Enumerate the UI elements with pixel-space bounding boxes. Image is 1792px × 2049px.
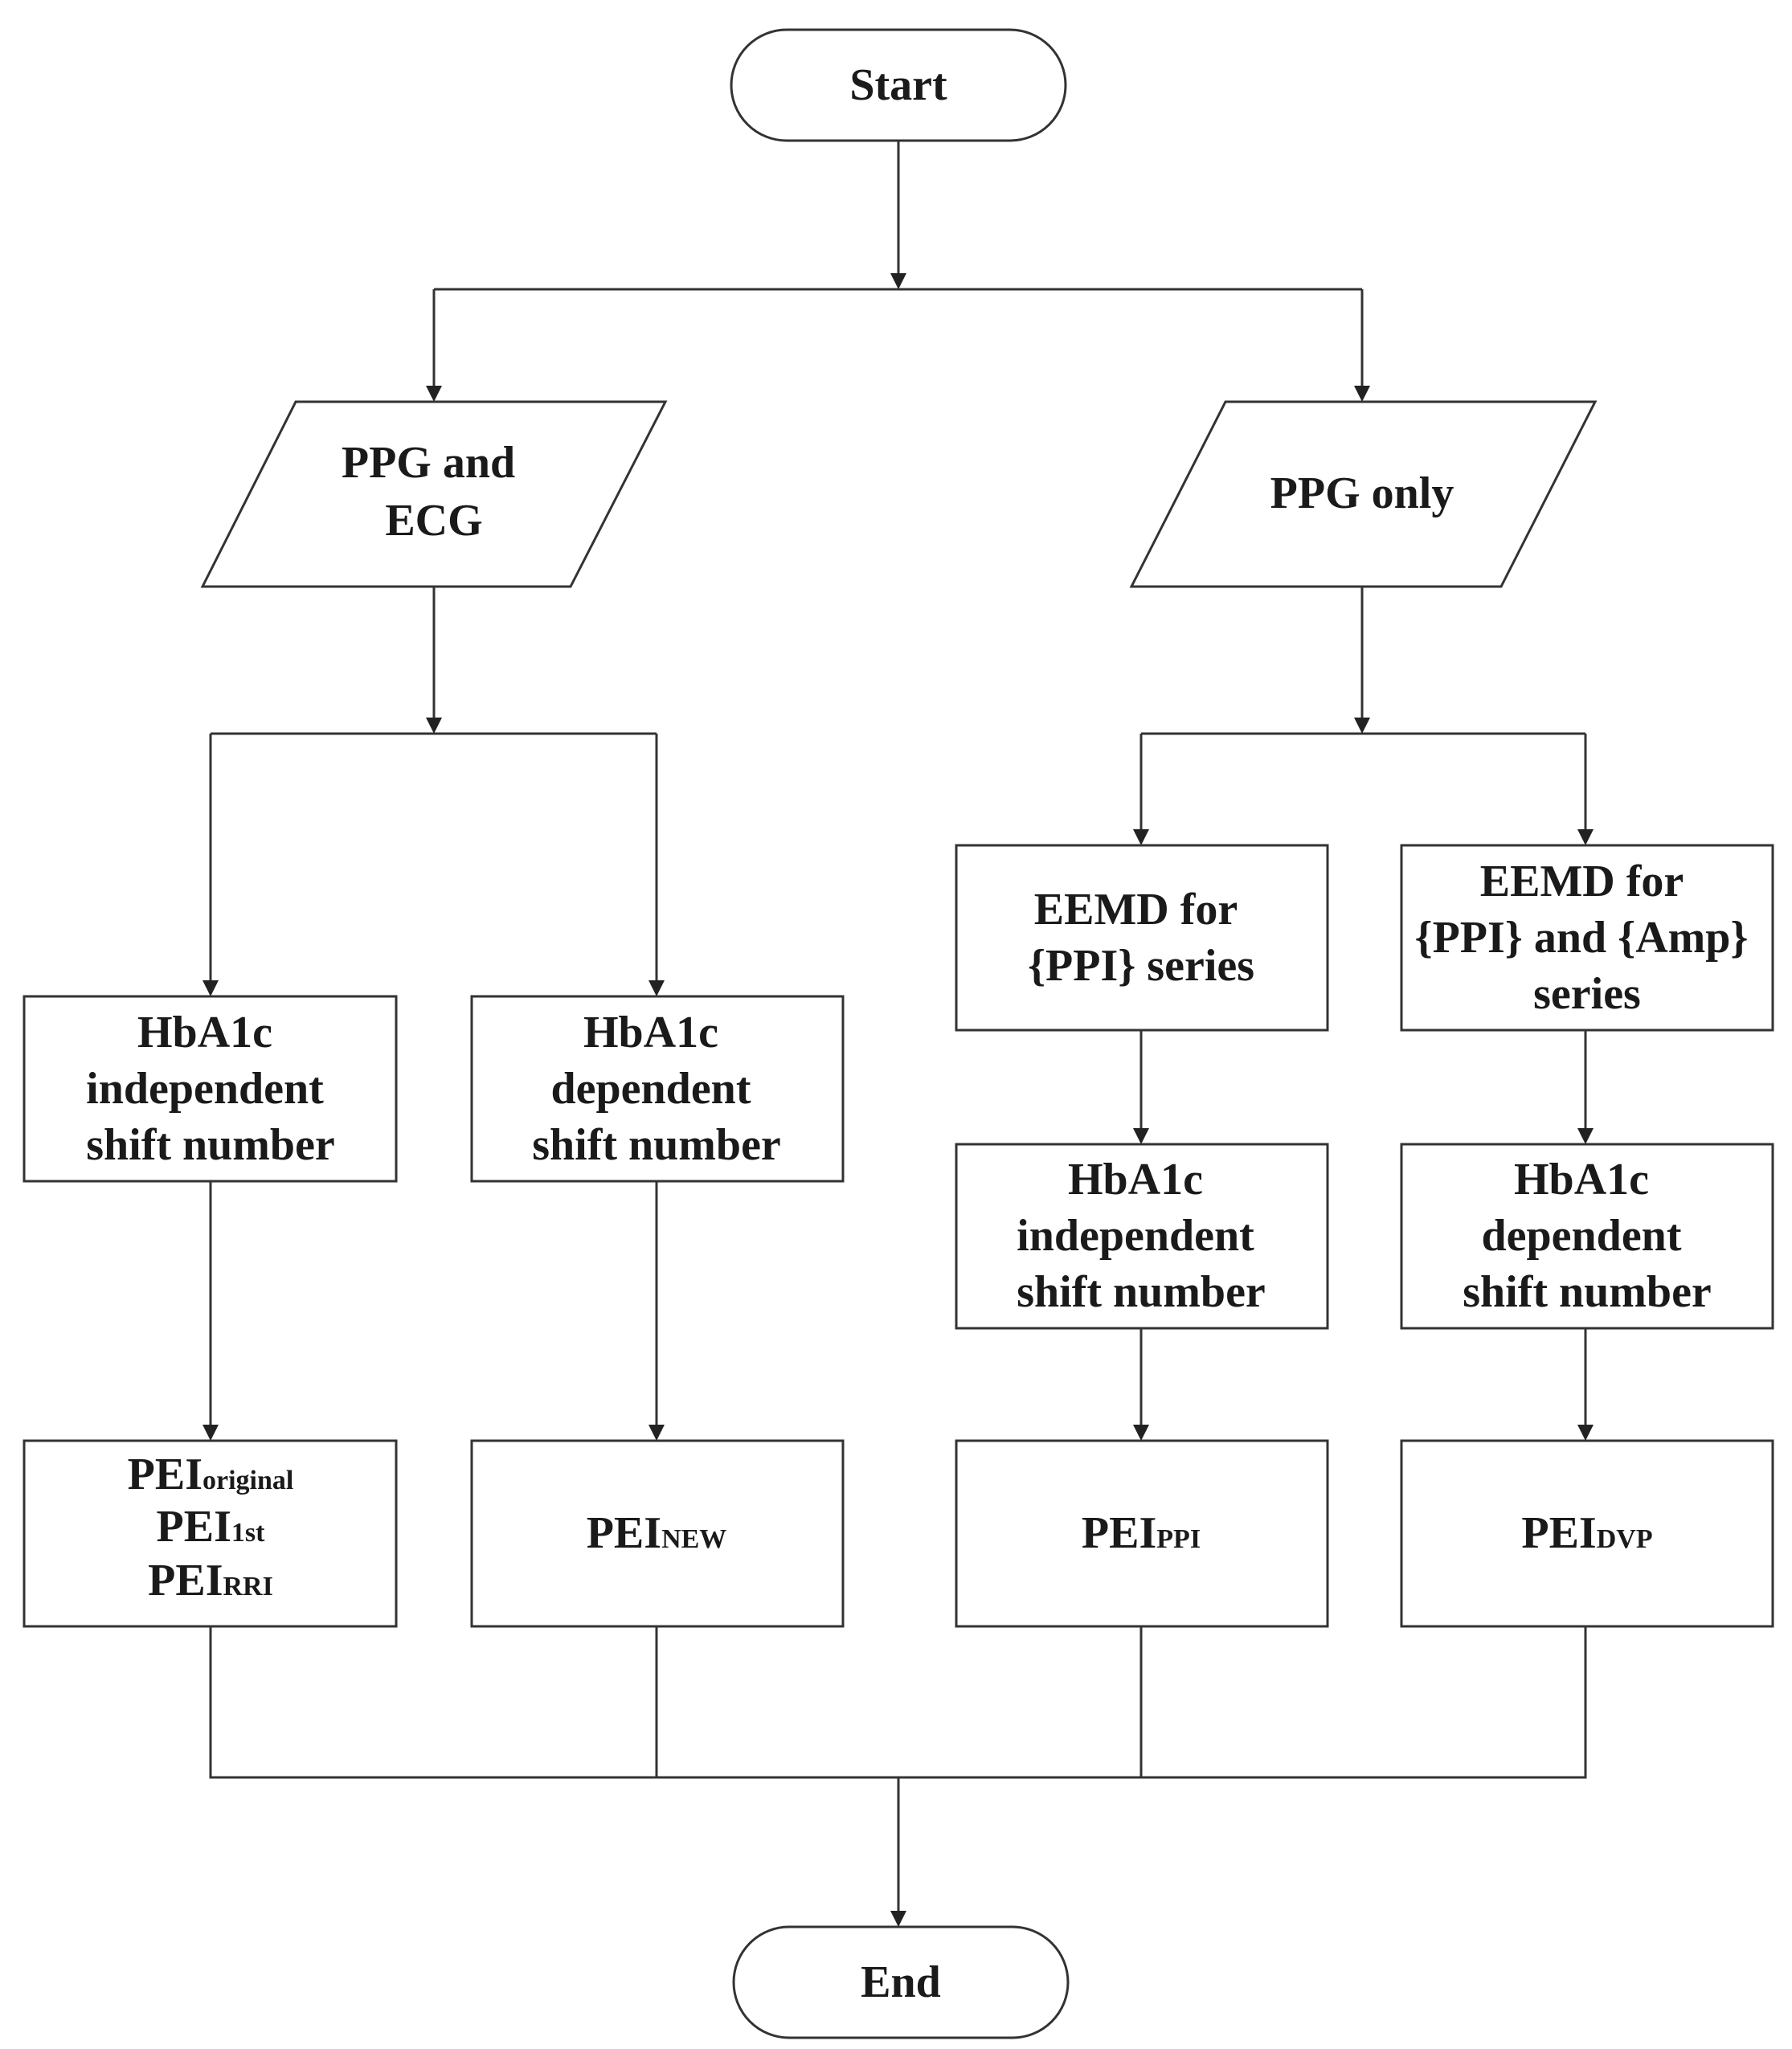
edge-hba1c-pei xyxy=(209,1181,1587,1426)
arrowhead xyxy=(1354,718,1370,734)
arrowhead xyxy=(203,1425,219,1441)
eemd-ppi-box: EEMD for {PPI} series xyxy=(955,844,1329,1032)
arrowhead xyxy=(426,718,442,734)
arrowhead xyxy=(890,273,906,289)
edge-ppg-only-split xyxy=(1139,587,1587,830)
hba1c-independent-right-box: HbA1c independent shift number xyxy=(955,1143,1329,1330)
pei-left-box: PEIoriginal PEI1st PEIRRI xyxy=(23,1439,398,1628)
arrowhead xyxy=(648,1425,665,1441)
hba1c-dependent-left-label: HbA1c dependent shift number xyxy=(532,1008,781,1170)
start-label: Start xyxy=(849,60,947,110)
arrowhead xyxy=(1577,829,1594,845)
hba1c-dependent-left-box: HbA1c dependent shift number xyxy=(470,995,845,1183)
pei-dvp-label: PEIDVP xyxy=(1521,1508,1652,1558)
arrowhead xyxy=(890,1911,906,1927)
hba1c-independent-left-box: HbA1c independent shift number xyxy=(23,995,398,1183)
pei-new-label: PEINEW xyxy=(587,1508,727,1558)
arrowhead xyxy=(1133,1128,1149,1144)
hba1c-independent-right-label: HbA1c independent shift number xyxy=(1017,1155,1266,1317)
nodes: Start PPG and ECG PPG only HbA1c indepen… xyxy=(23,28,1774,2039)
arrowhead xyxy=(1133,829,1149,845)
arrowhead xyxy=(1354,386,1370,402)
pei-ppi-box: PEIPPI xyxy=(955,1439,1329,1628)
pei-rri-label: PEIRRI xyxy=(148,1556,273,1605)
pei-dvp-box: PEIDVP xyxy=(1400,1439,1774,1628)
edge-start-split xyxy=(432,141,1364,390)
eemd-ppi-amp-label: EEMD for {PPI} and {Amp} series xyxy=(1415,857,1760,1019)
hba1c-dependent-right-label: HbA1c dependent shift number xyxy=(1463,1155,1712,1317)
arrowhead xyxy=(203,980,219,996)
edges xyxy=(203,141,1594,1927)
eemd-ppi-label: EEMD for {PPI} series xyxy=(1028,885,1254,991)
end-label: End xyxy=(861,1957,941,2007)
arrowhead xyxy=(1577,1425,1594,1441)
eemd-ppi-amp-box: EEMD for {PPI} and {Amp} series xyxy=(1400,844,1774,1032)
edge-pei-merge-end xyxy=(209,1626,1587,1912)
end-terminal: End xyxy=(732,1925,1070,2039)
hba1c-dependent-right-box: HbA1c dependent shift number xyxy=(1400,1143,1774,1330)
arrowhead xyxy=(648,980,665,996)
arrowhead xyxy=(1133,1425,1149,1441)
input-ppg-only: PPG only xyxy=(1129,400,1598,588)
edge-eemd-hba1c xyxy=(1139,1030,1587,1129)
hba1c-independent-left-label: HbA1c independent shift number xyxy=(86,1008,335,1170)
edge-ppg-ecg-split xyxy=(209,587,658,982)
input-ppg-only-label: PPG only xyxy=(1270,468,1454,518)
pei-new-box: PEINEW xyxy=(470,1439,845,1628)
pei-ppi-label: PEIPPI xyxy=(1082,1508,1201,1558)
input-ppg-ecg: PPG and ECG xyxy=(200,400,668,588)
input-ppg-ecg-label: PPG and ECG xyxy=(342,438,526,546)
start-terminal: Start xyxy=(730,28,1067,142)
pei-1st-label: PEI1st xyxy=(157,1502,266,1552)
pei-original-label: PEIoriginal xyxy=(128,1450,294,1499)
arrowhead xyxy=(426,386,442,402)
arrowhead xyxy=(1577,1128,1594,1144)
